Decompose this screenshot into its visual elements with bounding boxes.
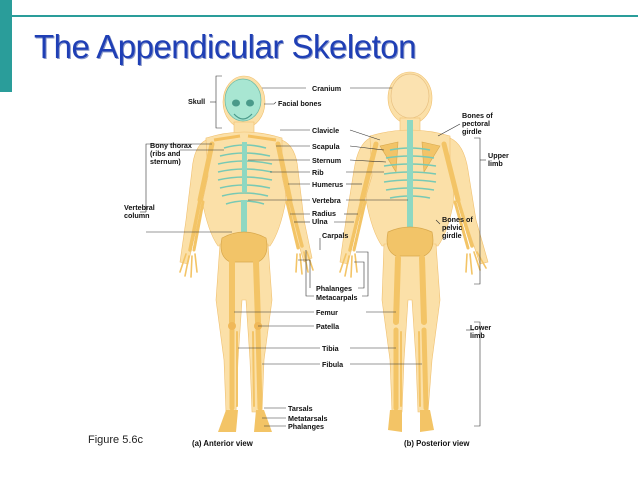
label-cranium: Cranium: [312, 84, 341, 93]
accent-bar: [0, 0, 12, 92]
label-vertebral-column-1: Vertebral: [124, 203, 155, 212]
label-facial-bones: Facial bones: [278, 99, 322, 108]
label-anterior-view: (a) Anterior view: [192, 439, 254, 448]
label-upper-limb-2: limb: [488, 159, 503, 168]
slide-title: The Appendicular Skeleton: [34, 28, 416, 65]
label-bony-thorax-1: Bony thorax: [150, 141, 192, 150]
label-fibula: Fibula: [322, 360, 344, 369]
label-pectoral-3: girdle: [462, 127, 482, 136]
label-pelvic-2: pelvic: [442, 223, 462, 232]
posterior-figure: [339, 71, 489, 432]
label-vertebral-column-2: column: [124, 211, 150, 220]
label-humerus: Humerus: [312, 180, 343, 189]
label-lower-limb-2: limb: [470, 331, 485, 340]
label-sternum: Sternum: [312, 156, 341, 165]
label-patella: Patella: [316, 322, 340, 331]
label-metatarsals: Metatarsals: [288, 414, 328, 423]
accent-line: [12, 15, 638, 17]
label-scapula: Scapula: [312, 142, 341, 151]
label-tibia: Tibia: [322, 344, 340, 353]
figure-caption: Figure 5.6c: [88, 434, 144, 446]
label-bony-thorax-2: (ribs and: [150, 149, 180, 158]
label-pelvic-3: girdle: [442, 231, 462, 240]
label-phalanges-foot: Phalanges: [288, 422, 324, 431]
label-lower-limb-1: Lower: [470, 323, 491, 332]
label-carpals: Carpals: [322, 231, 348, 240]
leader-lines: [140, 75, 486, 427]
anterior-figure: [179, 75, 314, 432]
label-skull: Skull: [188, 97, 205, 106]
label-upper-limb-1: Upper: [488, 151, 509, 160]
label-tarsals: Tarsals: [288, 404, 313, 413]
label-pectoral-2: pectoral: [462, 119, 490, 128]
label-ulna: Ulna: [312, 217, 329, 226]
label-posterior-view: (b) Posterior view: [404, 439, 470, 448]
label-femur: Femur: [316, 308, 338, 317]
bone-labels: Skull Cranium Facial bones Bony thorax (…: [124, 84, 509, 448]
label-clavicle: Clavicle: [312, 126, 339, 135]
label-phalanges-hand: Phalanges: [316, 284, 352, 293]
label-metacarpals: Metacarpals: [316, 293, 358, 302]
label-vertebra: Vertebra: [312, 196, 342, 205]
label-pelvic-1: Bones of: [442, 215, 473, 224]
label-radius: Radius: [312, 209, 336, 218]
label-pectoral-1: Bones of: [462, 111, 493, 120]
label-rib: Rib: [312, 168, 324, 177]
label-bony-thorax-3: sternum): [150, 157, 181, 166]
